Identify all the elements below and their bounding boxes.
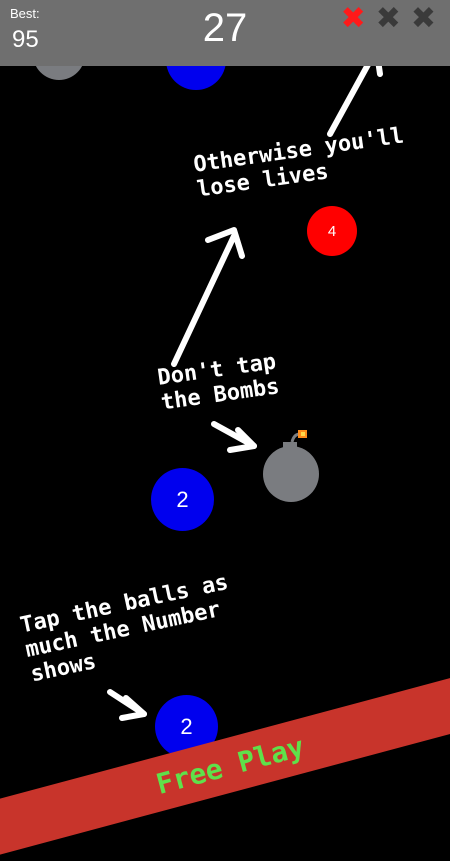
ball-hint-text: Tap the balls as much the Number shows [18,569,231,688]
arrow-to-lives-hint-head [205,227,245,259]
life-icon: ✖ [375,1,401,36]
red-ball[interactable]: 4 [307,206,357,256]
bomb-hint-text: Don't tap the Bombs [156,349,282,416]
life-lost-icon: ✖ [340,1,366,36]
game-field[interactable]: 4 2 2 Otherwise you'll l [0,0,450,800]
best-label: Best: [10,6,40,21]
top-bar: Best: 95 27 ✖ ✖ ✖ [0,0,450,66]
bomb-icon[interactable] [258,428,324,506]
ball-number: 2 [180,713,193,739]
life-icon: ✖ [410,1,436,36]
arrow-to-bomb-head [227,427,257,453]
ball-number: 4 [327,222,337,240]
arrow-to-lives-hint [171,233,237,367]
lives-hint-text: Otherwise you'll lose lives [192,123,406,203]
lives-indicator: ✖ ✖ ✖ [341,4,436,34]
blue-ball[interactable]: 2 [151,468,214,531]
best-score: 95 [12,26,39,53]
ball-number: 2 [176,486,189,512]
current-score: 27 [202,6,248,50]
arrow-to-bomb [211,421,257,449]
arrow-to-ball [107,689,147,717]
arrow-to-ball-head [119,695,147,721]
